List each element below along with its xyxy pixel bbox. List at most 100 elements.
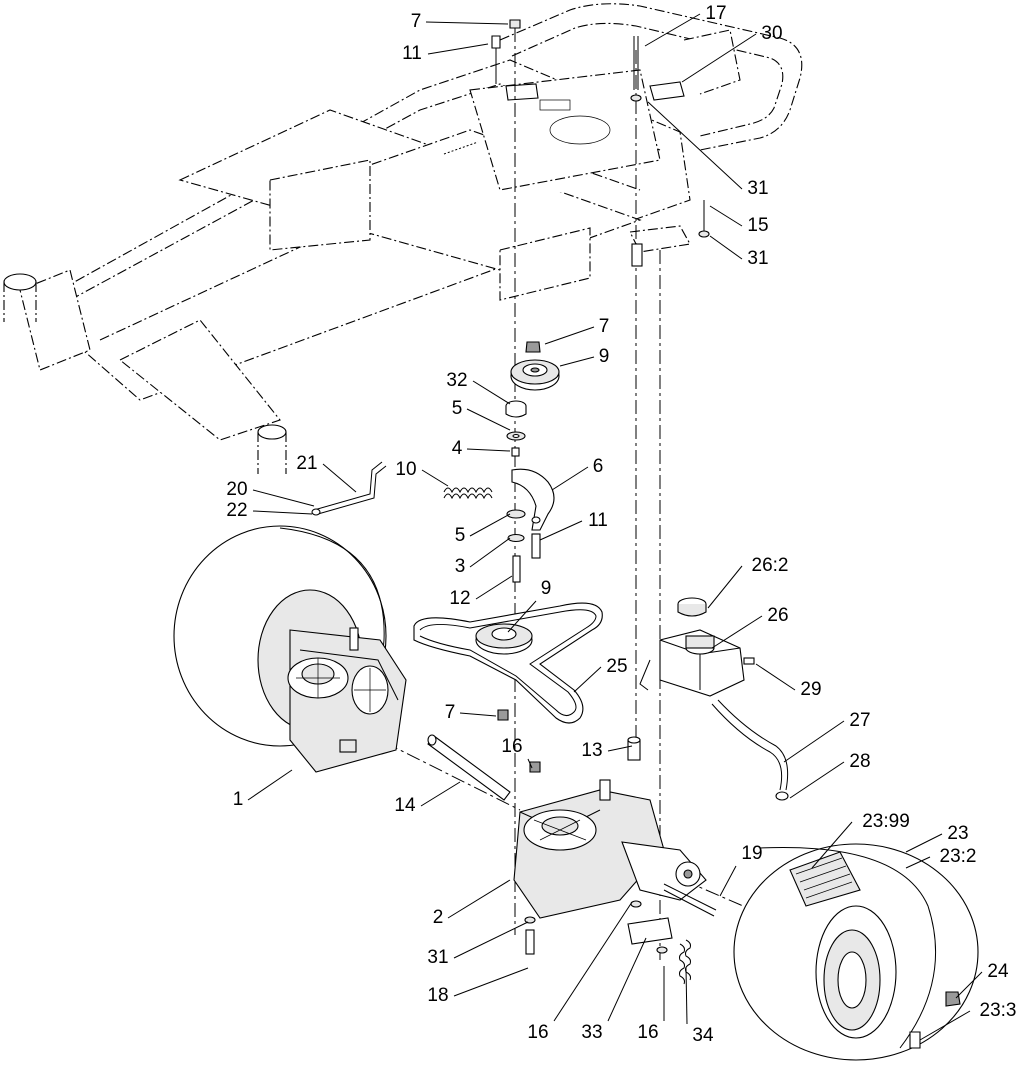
callout-18: 18: [427, 985, 448, 1006]
callout-29: 29: [800, 679, 821, 700]
callout-12: 12: [449, 588, 470, 609]
leader-lines: [247, 13, 983, 1041]
leader-line-22: [252, 510, 313, 515]
callout-9: 9: [599, 346, 610, 367]
leader-line-23-99: [811, 821, 853, 869]
leader-line-5: [466, 408, 511, 431]
leader-line-1: [247, 769, 293, 801]
drive-belt-and-pump-pulley: [413, 602, 603, 724]
leader-line-26: [711, 615, 763, 649]
leader-line-14: [420, 781, 461, 807]
hydraulic-reservoir: [639, 597, 789, 801]
leader-line-9: [559, 356, 595, 367]
callout-20: 20: [226, 479, 247, 500]
callout-26: 26: [767, 605, 788, 626]
leader-line-24: [955, 971, 983, 999]
callout-31: 31: [427, 947, 448, 968]
callout-21: 21: [296, 453, 317, 474]
callout-16: 16: [637, 1022, 658, 1043]
callout-27: 27: [849, 710, 870, 731]
leader-line-30: [681, 33, 757, 83]
leader-line-12: [475, 575, 513, 600]
leader-line-11: [539, 520, 583, 541]
callout-labels: 711173031153179325461021202251131226:292…: [226, 3, 1016, 1046]
leader-line-16: [553, 901, 633, 1022]
leader-line-33: [607, 937, 647, 1022]
leader-line-31: [709, 235, 743, 260]
callout-7: 7: [411, 11, 422, 32]
leader-line-29: [755, 663, 796, 691]
callout-33: 33: [581, 1022, 602, 1043]
leader-line-10: [421, 469, 449, 487]
callout-28: 28: [849, 751, 870, 772]
callout-31: 31: [747, 178, 768, 199]
callout-11: 11: [588, 510, 608, 531]
top-hardware: [491, 19, 710, 267]
callout-9: 9: [541, 578, 552, 599]
callout-6: 6: [593, 456, 604, 477]
leader-line-32: [472, 380, 511, 405]
leader-line-23: [905, 833, 943, 853]
callout-1: 1: [233, 789, 244, 810]
callout-2: 2: [433, 907, 444, 928]
leader-line-9: [507, 600, 537, 633]
leader-line-20: [252, 489, 315, 507]
leader-line-26-2: [707, 565, 743, 609]
callout-11: 11: [402, 43, 422, 64]
callout-7: 7: [445, 702, 456, 723]
callout-23-3: 23:3: [980, 1000, 1017, 1021]
leader-line-31: [453, 921, 529, 959]
leader-line-5: [469, 513, 511, 537]
callout-17: 17: [705, 3, 726, 24]
leader-line-4: [466, 448, 511, 452]
left-transaxle: [287, 627, 407, 773]
callout-4: 4: [452, 438, 463, 459]
callout-23-99: 23:99: [862, 811, 910, 832]
callout-26-2: 26:2: [752, 555, 789, 576]
callout-14: 14: [394, 795, 416, 816]
mower-frame: [3, 3, 803, 474]
callout-34: 34: [692, 1025, 714, 1046]
leader-line-31: [647, 101, 743, 190]
leader-line-6: [551, 466, 589, 491]
leader-line-28: [789, 761, 845, 799]
leader-line-7: [544, 326, 595, 345]
leader-line-11: [427, 43, 489, 55]
callout-24: 24: [987, 961, 1009, 982]
callout-23: 23: [947, 823, 968, 844]
right-tire: [733, 843, 979, 1061]
callout-15: 15: [747, 215, 768, 236]
leader-line-2: [447, 879, 511, 919]
leader-line-27: [783, 720, 845, 763]
leader-line-17: [644, 13, 701, 47]
callout-23-2: 23:2: [940, 846, 977, 867]
leader-line-3: [469, 537, 511, 568]
leader-line-15: [709, 205, 743, 227]
leader-line-18: [453, 967, 529, 997]
leader-line-21: [322, 463, 357, 493]
leader-line-16: [527, 758, 533, 769]
right-transaxle: [513, 779, 717, 985]
callout-5: 5: [452, 398, 463, 419]
callout-31: 31: [747, 248, 768, 269]
callout-25: 25: [606, 656, 627, 677]
leader-line-7: [425, 21, 509, 25]
callout-3: 3: [455, 556, 466, 577]
leader-line-23-2: [905, 856, 931, 869]
leader-line-13: [607, 745, 633, 752]
callout-7: 7: [599, 316, 610, 337]
callout-16: 16: [527, 1022, 548, 1043]
leader-line-25: [573, 666, 602, 693]
leader-line-19: [719, 865, 737, 897]
callout-19: 19: [741, 843, 762, 864]
idler-arm-assembly: [311, 341, 560, 583]
leader-line-34: [685, 967, 688, 1025]
callout-32: 32: [446, 370, 467, 391]
callout-5: 5: [455, 525, 466, 546]
axle-and-spacer: [427, 734, 641, 801]
callout-16: 16: [501, 736, 522, 757]
callout-30: 30: [761, 23, 782, 44]
leader-line-7: [459, 712, 497, 717]
